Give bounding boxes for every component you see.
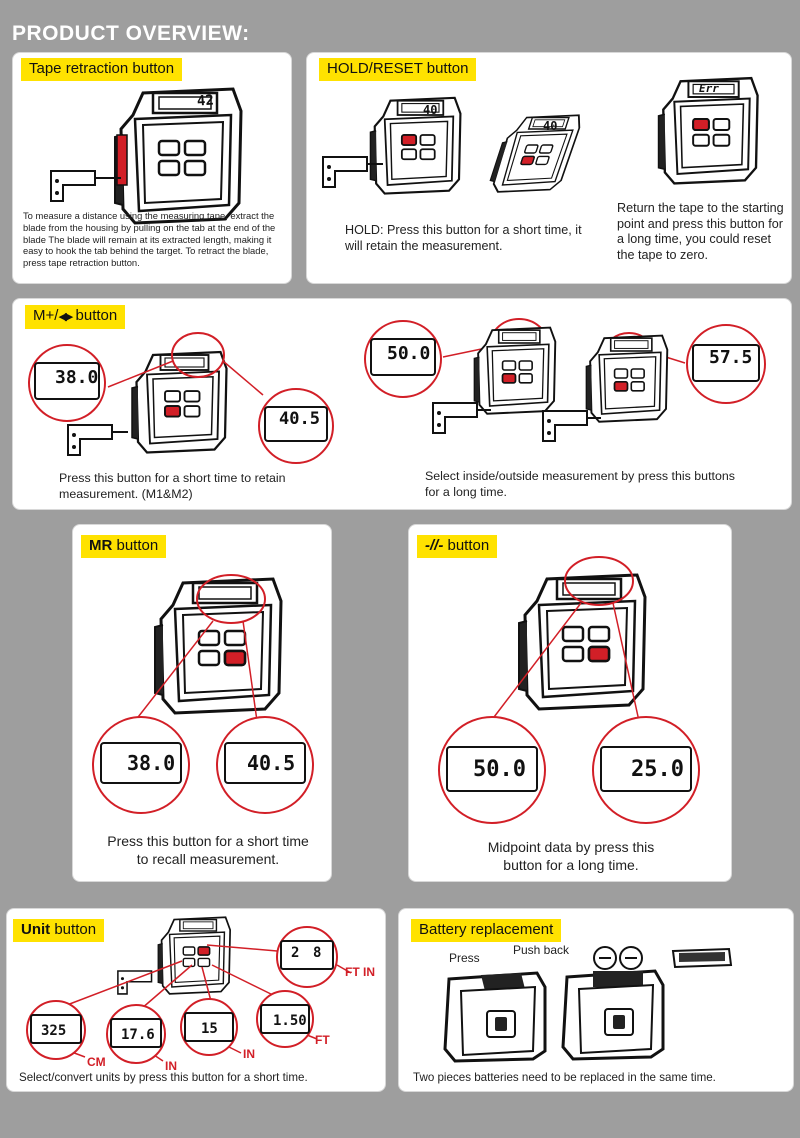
callout-cm: CM: [87, 1055, 106, 1069]
midpoint-icon: -//-: [425, 537, 444, 554]
zoom-circle-50: [364, 320, 442, 398]
mplus-device-illustration: [130, 350, 228, 454]
reset-device-illustration: [657, 76, 759, 185]
panel-unit: Unit button 2 8 FT IN 325 CM 17.6 IN 15: [6, 908, 386, 1092]
unit-zoom-circle-ft: [256, 990, 314, 1048]
unit-zoom-ft-value-2: 1.50: [273, 1013, 307, 1029]
zoom-circle-57-5: [686, 324, 766, 404]
mplus-device-illustration-3: [585, 334, 669, 423]
panel-mr: MR button 38.0 40.5 Press this button fo…: [72, 524, 332, 882]
unit-zoom-in-value: 8: [313, 945, 322, 961]
mplus-device-illustration-2: [473, 326, 557, 415]
unit-zoom-ft-value: 2: [291, 945, 300, 961]
zoom-57-5-value: 57.5: [709, 347, 753, 368]
mr-label-bold: MR: [89, 537, 113, 554]
mplus-tab-illustration: [67, 424, 128, 456]
tape-measure-illustration: [113, 87, 243, 225]
midpoint-device-illustration: [517, 573, 647, 711]
midpoint-callout-lines: [490, 556, 640, 722]
mr-zoom-circle-40-5: [216, 716, 314, 814]
panel-tape-retraction: Tape retraction button 42 To measure a d…: [12, 52, 292, 284]
unit-zoom-circle-in-2: [180, 998, 238, 1056]
tape-retraction-button-highlight: [116, 134, 128, 186]
midpoint-label-text: button: [447, 537, 490, 554]
mplus-description-left: Press this button for a short time to re…: [59, 471, 286, 501]
battery-press-label: Press: [449, 951, 480, 965]
zoom-circle-38: [28, 344, 106, 422]
tape-retraction-description: To measure a distance using the measurin…: [23, 210, 276, 268]
label-mplus: M+/◀▶ button: [25, 305, 126, 329]
reset-display: Err: [699, 82, 719, 95]
mr-zoom-40-5-value: 40.5: [247, 751, 296, 775]
unit-zoom-cm-value: 325: [41, 1023, 67, 1039]
mr-zoom-circle-38: [92, 716, 190, 814]
tape-tab-illustration: [50, 170, 121, 202]
unit-device-illustration: [157, 916, 231, 995]
callout-in: IN: [165, 1059, 177, 1073]
label-midpoint: -//- button: [417, 535, 498, 558]
unit-zoom-circle-cm: [26, 1000, 86, 1060]
label-hold-reset: HOLD/RESET button: [319, 58, 477, 81]
mr-callout-lines: [134, 574, 266, 722]
midpoint-zoom-25-value: 25.0: [631, 757, 684, 782]
mr-description: Press this button for a short time to re…: [107, 833, 309, 867]
callout-ftin: FT IN: [345, 965, 375, 979]
panel-hold-reset: HOLD/RESET button 40 40 Err HOLD: Press …: [306, 52, 792, 284]
zoom-circle-40-5: [258, 388, 334, 464]
midpoint-description: Midpoint data by press this button for a…: [487, 839, 655, 873]
mr-zoom-38-value: 38.0: [127, 751, 176, 775]
hold-description: HOLD: Press this button for a short time…: [345, 223, 582, 253]
inside-outside-arrow-icon: ◀▶: [58, 311, 73, 323]
unit-zoom-circle-in: [106, 1004, 166, 1064]
mr-label-rest: button: [116, 537, 159, 554]
battery-coin-cells-icon: [593, 946, 643, 970]
label-mr: MR button: [81, 535, 167, 558]
mplus-label-text: M+/: [33, 307, 59, 324]
tape-display-value: 42: [196, 92, 215, 110]
zoom-40-5-value: 40.5: [279, 409, 320, 429]
page-title: PRODUCT OVERVIEW:: [12, 22, 250, 45]
panel-midpoint: -//- button 50.0 25.0 Midpoint data by p…: [408, 524, 732, 882]
battery-device-back-1: [443, 971, 547, 1063]
hold-device-illustration-2: [485, 114, 585, 193]
mplus-label-suffix: button: [75, 307, 118, 324]
battery-push-back-label: Push back: [513, 943, 570, 957]
mr-device-illustration: [153, 577, 283, 715]
mplus-tab-illustration-3: [542, 410, 601, 442]
hold-device-illustration-1: [369, 96, 462, 195]
unit-zoom-in2-value: 15: [201, 1021, 218, 1037]
reset-description: Return the tape to the starting point an…: [617, 201, 784, 263]
panel-battery: Battery replacement Press Push back Two …: [398, 908, 794, 1092]
panel-mplus: M+/◀▶ button 38.0 40.5 50.0: [12, 298, 792, 510]
mplus-tab-illustration-2: [432, 402, 491, 434]
zoom-50-value: 50.0: [387, 343, 431, 364]
midpoint-zoom-50-value: 50.0: [473, 757, 526, 782]
unit-zoom-circle-ftin: [276, 926, 338, 988]
mplus-description-right: Select inside/outside measurement by pre…: [425, 469, 735, 499]
callout-ft: FT: [315, 1033, 330, 1047]
label-battery: Battery replacement: [411, 919, 562, 942]
label-unit: Unit button: [13, 919, 105, 942]
hold-display-1: 40: [423, 103, 438, 117]
battery-device-back-2: [561, 969, 665, 1061]
unit-label-bold: Unit: [21, 921, 51, 938]
hold-display-2: 40: [543, 119, 558, 133]
label-tape-retraction: Tape retraction button: [21, 58, 183, 81]
unit-label-rest: button: [54, 921, 97, 938]
callout-in-2: IN: [243, 1047, 255, 1061]
battery-cover-icon: [671, 947, 733, 969]
hold-tab-illustration: [322, 156, 383, 188]
unit-zoom-in-value-2: 17.6: [121, 1027, 155, 1043]
battery-description: Two pieces batteries need to be replaced…: [413, 1071, 716, 1084]
zoom-38-value: 38.0: [55, 367, 99, 388]
midpoint-zoom-circle-25: [592, 716, 700, 824]
midpoint-zoom-circle-50: [438, 716, 546, 824]
unit-description: Select/convert units by press this butto…: [19, 1071, 308, 1084]
